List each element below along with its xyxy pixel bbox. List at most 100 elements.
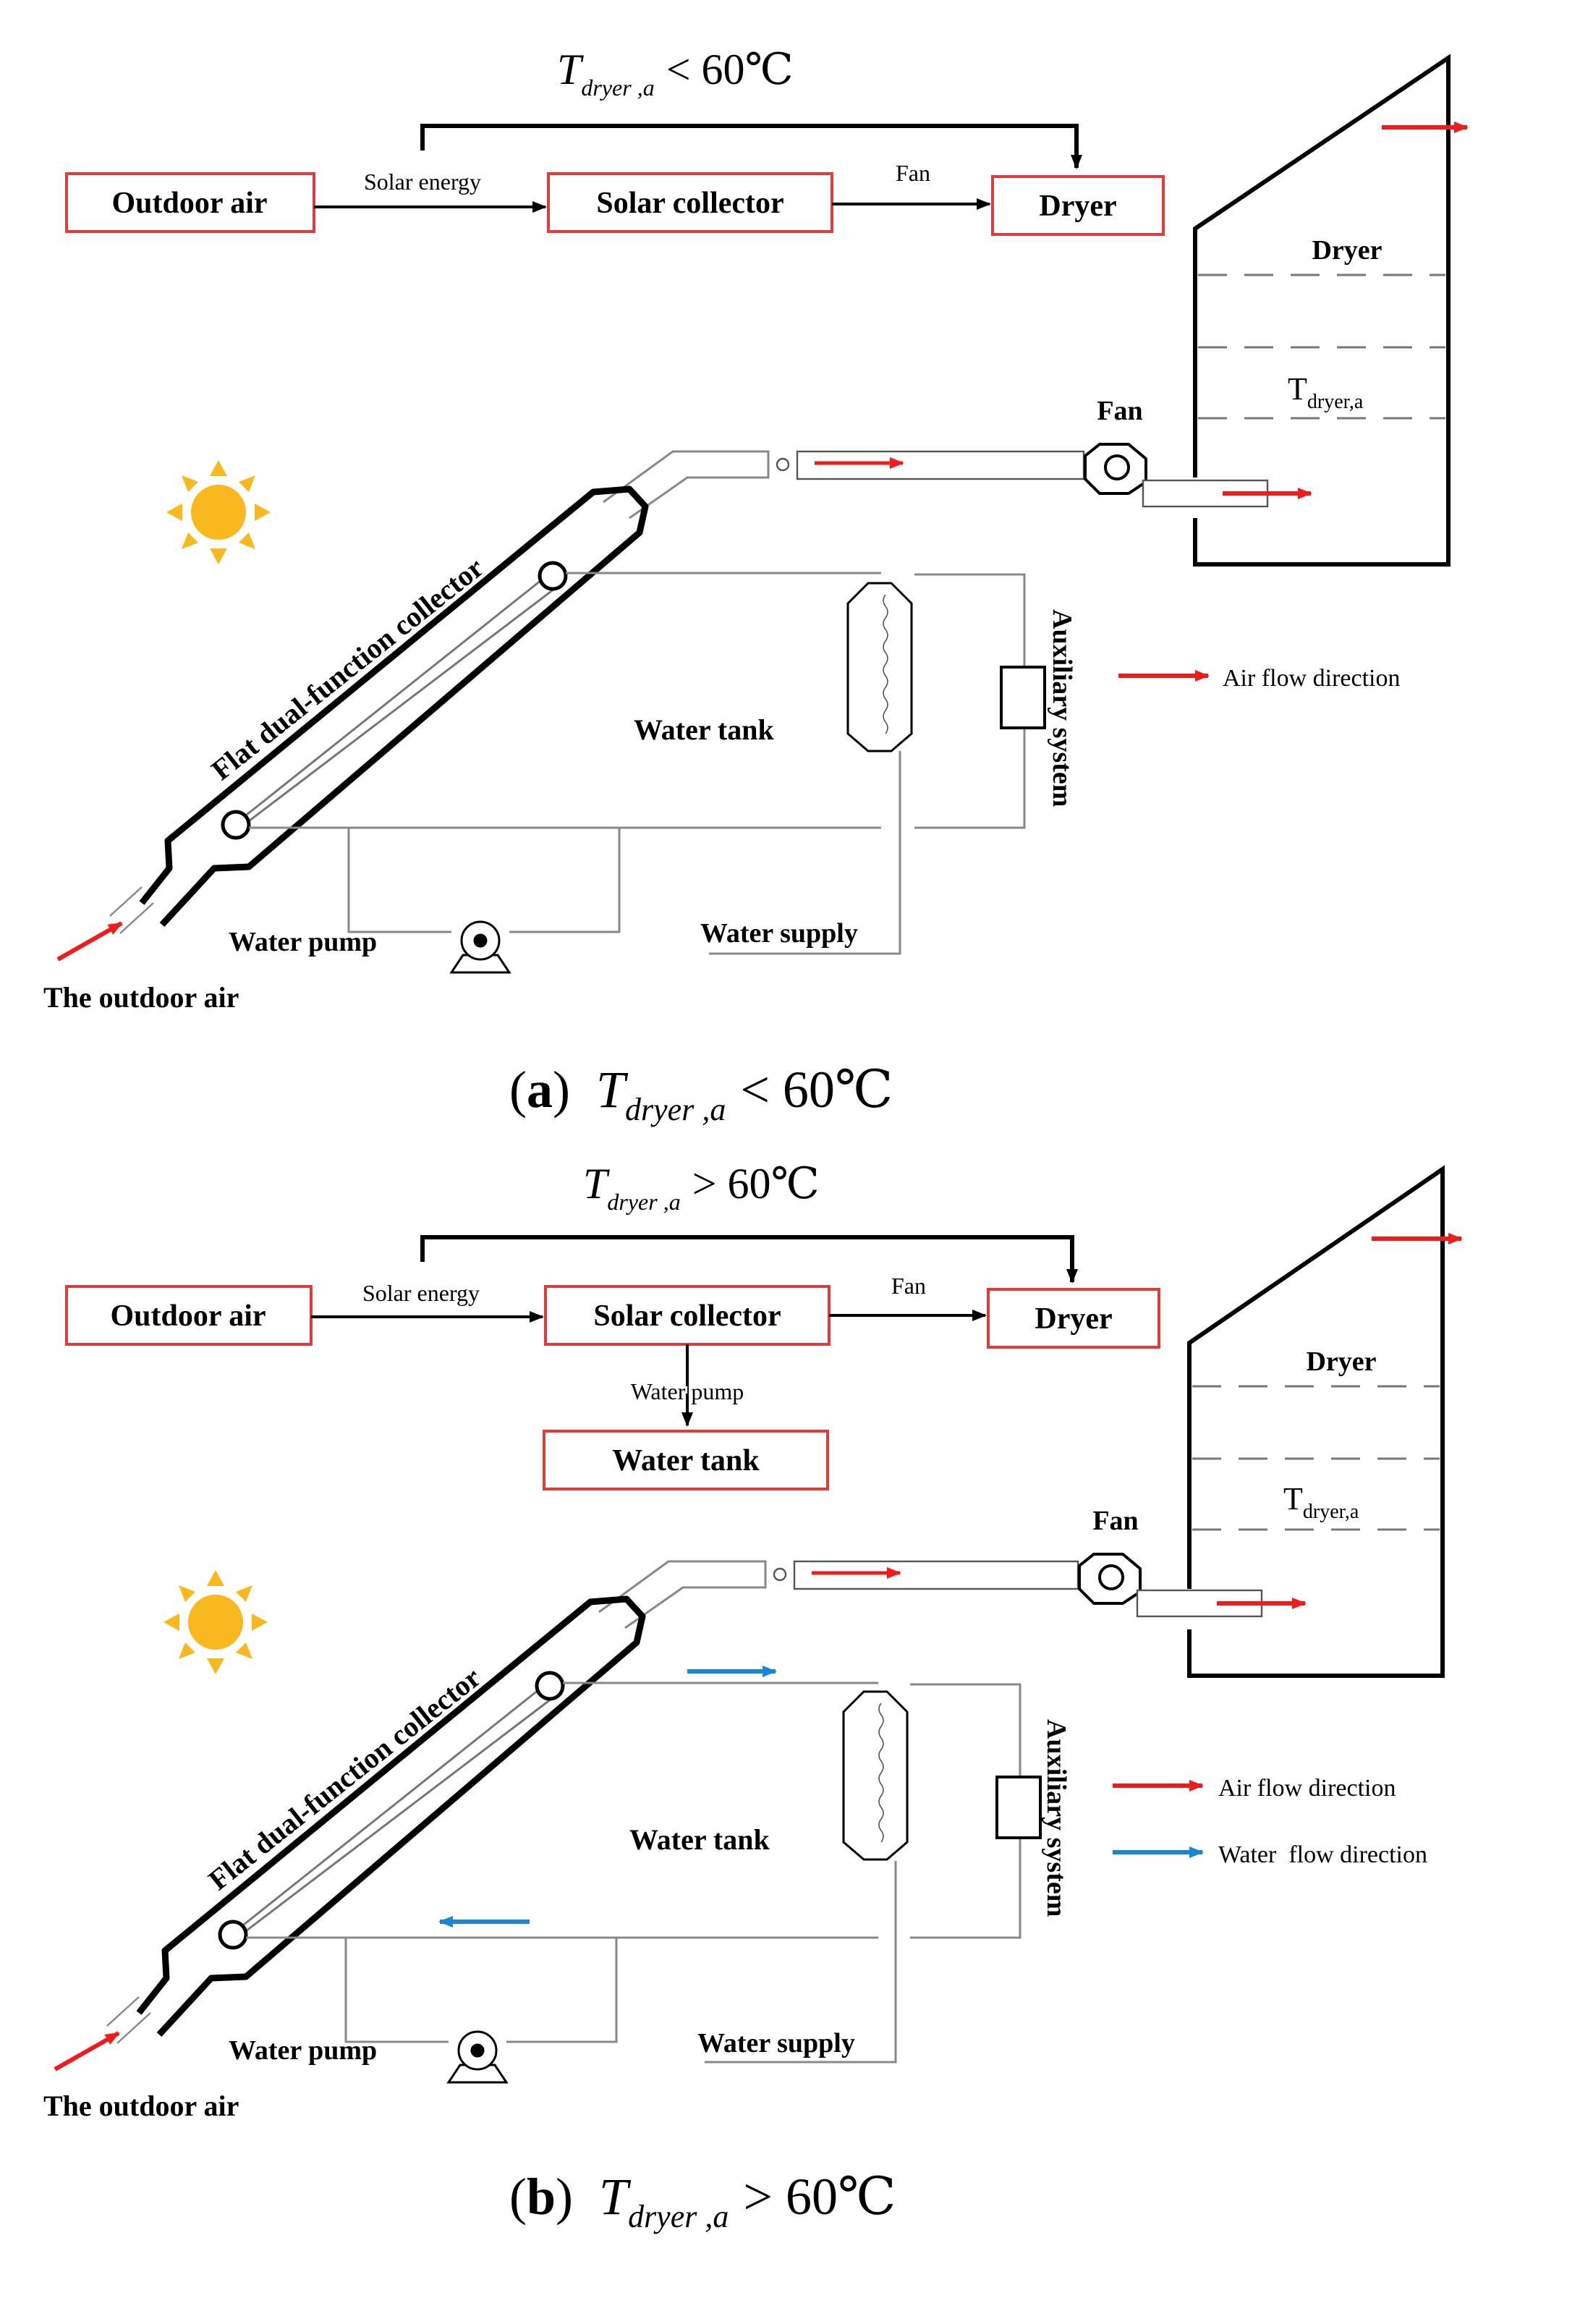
auxiliary-label: Auxiliary system bbox=[1041, 1719, 1071, 1917]
condition-t: T bbox=[583, 1160, 610, 1208]
fan-icon bbox=[1078, 1553, 1142, 1605]
sun-icon bbox=[166, 460, 271, 564]
pump-loop bbox=[344, 1938, 618, 2043]
outdoor-air-schematic-label: The outdoor air bbox=[43, 2090, 239, 2122]
water-pump-icon bbox=[447, 2030, 508, 2084]
collector-frame bbox=[136, 1595, 646, 2037]
solar-collector-box bbox=[547, 172, 833, 233]
collector-frame bbox=[139, 485, 649, 928]
water-tank-box bbox=[543, 1430, 829, 1490]
water-supply-label: Water supply bbox=[697, 2028, 855, 2058]
caption-t: T bbox=[599, 2168, 632, 2226]
duct-pipe bbox=[796, 450, 1085, 480]
auxiliary-label: Auxiliary system bbox=[1047, 609, 1077, 807]
t-dryer-main: T bbox=[1288, 371, 1307, 407]
aux-loop bbox=[914, 573, 1026, 829]
header-pipe bbox=[538, 561, 568, 591]
caption-paren: ( bbox=[509, 2168, 527, 2226]
duct-valve bbox=[773, 1567, 787, 1582]
condition-t: T bbox=[557, 46, 584, 93]
aux-loop bbox=[910, 1683, 1022, 1939]
outdoor-air-label: Outdoor air bbox=[110, 1299, 266, 1333]
auxiliary-heater bbox=[1000, 666, 1046, 729]
dryer-box bbox=[991, 175, 1165, 236]
collector-tube bbox=[242, 573, 549, 819]
outdoor-air-box bbox=[65, 1285, 313, 1346]
fan-flow-label: Fan bbox=[891, 1273, 926, 1299]
condition-rel: < 60℃ bbox=[666, 46, 794, 93]
collector-label: Flat dual-function collector bbox=[205, 551, 490, 786]
collector-tube bbox=[231, 1693, 558, 1943]
collector-label: Flat dual-function collector bbox=[203, 1661, 487, 1896]
dryer-label: Dryer bbox=[1035, 1302, 1112, 1336]
caption-b: (b) Tdryer ,a > 60℃ bbox=[509, 2168, 896, 2234]
t-dryer-sub: dryer,a bbox=[1303, 1501, 1359, 1523]
water-pump-icon bbox=[450, 920, 511, 974]
intake-pipe bbox=[109, 886, 143, 917]
t-dryer-label: Tdryer,a bbox=[1288, 371, 1364, 413]
caption-t: T bbox=[596, 1061, 629, 1119]
t-dryer-label: Tdryer,a bbox=[1283, 1481, 1359, 1523]
t-dryer-sub: dryer,a bbox=[1307, 391, 1364, 413]
caption-rel: > 60℃ bbox=[743, 2168, 896, 2226]
legend-air-label: Air flow direction bbox=[1218, 1775, 1396, 1802]
duct-valve bbox=[776, 457, 790, 472]
intake-pipe bbox=[119, 902, 154, 934]
panel-b: Tdryer ,a > 60℃ Outdoor air Solar collect… bbox=[43, 1160, 1463, 2234]
bypass-arrow bbox=[420, 1235, 1078, 1284]
sun-icon bbox=[163, 1570, 268, 1674]
outdoor-air-arrow bbox=[56, 921, 123, 962]
fan-schematic-label: Fan bbox=[1097, 396, 1142, 426]
water-tank-label: Water tank bbox=[629, 1823, 770, 1856]
pump-loop bbox=[347, 828, 621, 933]
fan-icon bbox=[1084, 443, 1147, 495]
condition-rel: > 60℃ bbox=[692, 1160, 820, 1208]
solar-collector-label: Solar collector bbox=[593, 1299, 781, 1333]
water-pump-label: Water pump bbox=[229, 927, 377, 957]
outdoor-air-arrow bbox=[54, 2031, 120, 2071]
water-supply-pipe bbox=[709, 751, 901, 955]
outdoor-air-label: Outdoor air bbox=[111, 187, 267, 220]
caption-a: (a) Tdryer ,a < 60℃ bbox=[509, 1061, 893, 1127]
condition-label-a: Tdryer ,a< 60℃ bbox=[557, 46, 794, 101]
solar-energy-label: Solar energy bbox=[364, 169, 481, 195]
fan-schematic-label: Fan bbox=[1092, 1506, 1138, 1536]
dryer-label: Dryer bbox=[1039, 190, 1116, 223]
solar-energy-label: Solar energy bbox=[362, 1280, 480, 1306]
caption-sub: dryer ,a bbox=[625, 1092, 726, 1127]
water-tank-icon bbox=[846, 582, 913, 752]
dryer-schematic-label: Dryer bbox=[1312, 235, 1382, 266]
water-tank-label: Water tank bbox=[634, 713, 774, 746]
dryer-box bbox=[987, 1288, 1160, 1349]
solar-collector-label: Solar collector bbox=[596, 187, 783, 220]
dryer-schematic-label: Dryer bbox=[1306, 1347, 1376, 1377]
bypass-arrow bbox=[420, 124, 1082, 169]
water-pump-label: Water pump bbox=[229, 2035, 377, 2066]
caption-sub: dryer ,a bbox=[628, 2199, 729, 2234]
caption-letter: a bbox=[527, 1061, 553, 1119]
intake-pipe bbox=[116, 2012, 151, 2044]
water-pump-flow-label: Water pump bbox=[631, 1378, 744, 1404]
duct-pipe bbox=[793, 1560, 1079, 1590]
water-supply-label: Water supply bbox=[700, 918, 858, 949]
panel-a: Tdryer ,a< 60℃ Outdoor air Solar collect… bbox=[43, 46, 1469, 1127]
condition-label-b: Tdryer ,a > 60℃ bbox=[583, 1160, 820, 1215]
caption-paren: ( bbox=[509, 1061, 527, 1119]
outdoor-air-box bbox=[65, 172, 315, 233]
caption-rel: < 60℃ bbox=[740, 1061, 893, 1119]
header-pipe bbox=[535, 1671, 565, 1701]
caption-paren: ) bbox=[556, 2168, 573, 2226]
water-tank-flow-label: Water tank bbox=[612, 1444, 760, 1477]
auxiliary-heater bbox=[995, 1776, 1042, 1839]
dryer-cabinet bbox=[1193, 54, 1451, 567]
water-supply-pipe bbox=[705, 1861, 897, 2064]
fan-flow-label: Fan bbox=[896, 160, 930, 186]
outdoor-air-schematic-label: The outdoor air bbox=[43, 981, 239, 1014]
solar-collector-box bbox=[544, 1285, 831, 1346]
caption-letter: b bbox=[527, 2168, 556, 2226]
condition-sub: dryer ,a bbox=[607, 1189, 680, 1215]
header-pipe bbox=[221, 810, 251, 840]
t-dryer-main: T bbox=[1283, 1481, 1303, 1517]
caption-paren: ) bbox=[553, 1061, 570, 1119]
